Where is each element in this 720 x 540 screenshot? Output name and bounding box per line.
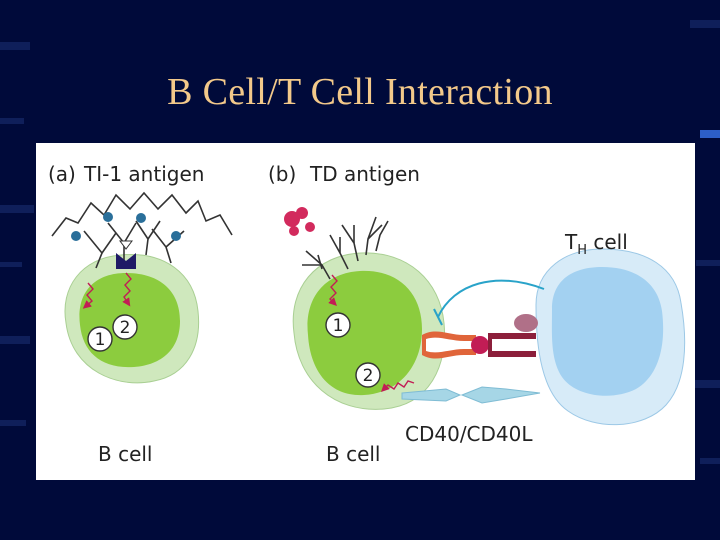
b-cell-b-receptors xyxy=(302,216,389,280)
mitogen-receptor xyxy=(116,253,136,269)
panel-a: (a) TI-1 antigen xyxy=(48,162,233,466)
peptide xyxy=(471,336,489,354)
mitogen-triangle xyxy=(119,240,133,250)
mhc-inner xyxy=(426,337,472,353)
antigen-repeat-dots xyxy=(71,212,181,241)
slide-title: B Cell/T Cell Interaction xyxy=(167,71,553,113)
panel-a-cell-label: B cell xyxy=(98,442,153,466)
cd40l xyxy=(460,386,541,404)
panel-b-signal-arrows xyxy=(328,274,415,392)
ti1-antigen-lattice xyxy=(51,191,233,237)
tcr xyxy=(488,333,536,357)
mhc-tcr-complex xyxy=(422,314,538,359)
panel-a-title: TI-1 antigen xyxy=(83,162,204,186)
signal-a1-number: 1 xyxy=(95,330,106,350)
panel-b-label: (b) xyxy=(268,162,296,186)
panel-b-cell-label: B cell xyxy=(326,442,381,466)
cytokine-arrow xyxy=(437,279,545,318)
right-accent-bar xyxy=(700,130,720,138)
panel-b-title: TD antigen xyxy=(309,162,420,186)
cytokine-arrow-bar xyxy=(433,308,443,326)
signal-badge-b2: 2 xyxy=(355,362,381,388)
left-decorative-bars xyxy=(0,42,34,426)
signal-badge-a1: 1 xyxy=(87,326,113,352)
cd4-coreceptor xyxy=(514,314,538,332)
td-antigen xyxy=(284,207,315,236)
cd40-cd40l-label: CD40/CD40L xyxy=(405,422,533,446)
cd40-cd40l xyxy=(401,386,541,404)
th-cell-nucleus xyxy=(551,267,664,396)
th-cell xyxy=(535,248,686,426)
panel-a-signal-arrows xyxy=(82,272,132,309)
bcell-tcell-diagram: (a) TI-1 antigen xyxy=(36,143,695,480)
panel-b: (b) TD antigen 1 xyxy=(268,162,686,466)
panel-a-label: (a) xyxy=(48,162,76,186)
signal-badge-b1: 1 xyxy=(325,312,351,338)
cd40 xyxy=(401,388,462,402)
signal-badge-a2: 2 xyxy=(112,314,138,340)
signal-b2-number: 2 xyxy=(363,366,374,386)
signal-a2-number: 2 xyxy=(120,318,131,338)
signal-b1-number: 1 xyxy=(333,316,344,336)
right-decorative-bars xyxy=(690,20,720,464)
b-cell-a-receptors xyxy=(83,220,185,269)
th-cell-label: TH cell xyxy=(564,230,628,258)
